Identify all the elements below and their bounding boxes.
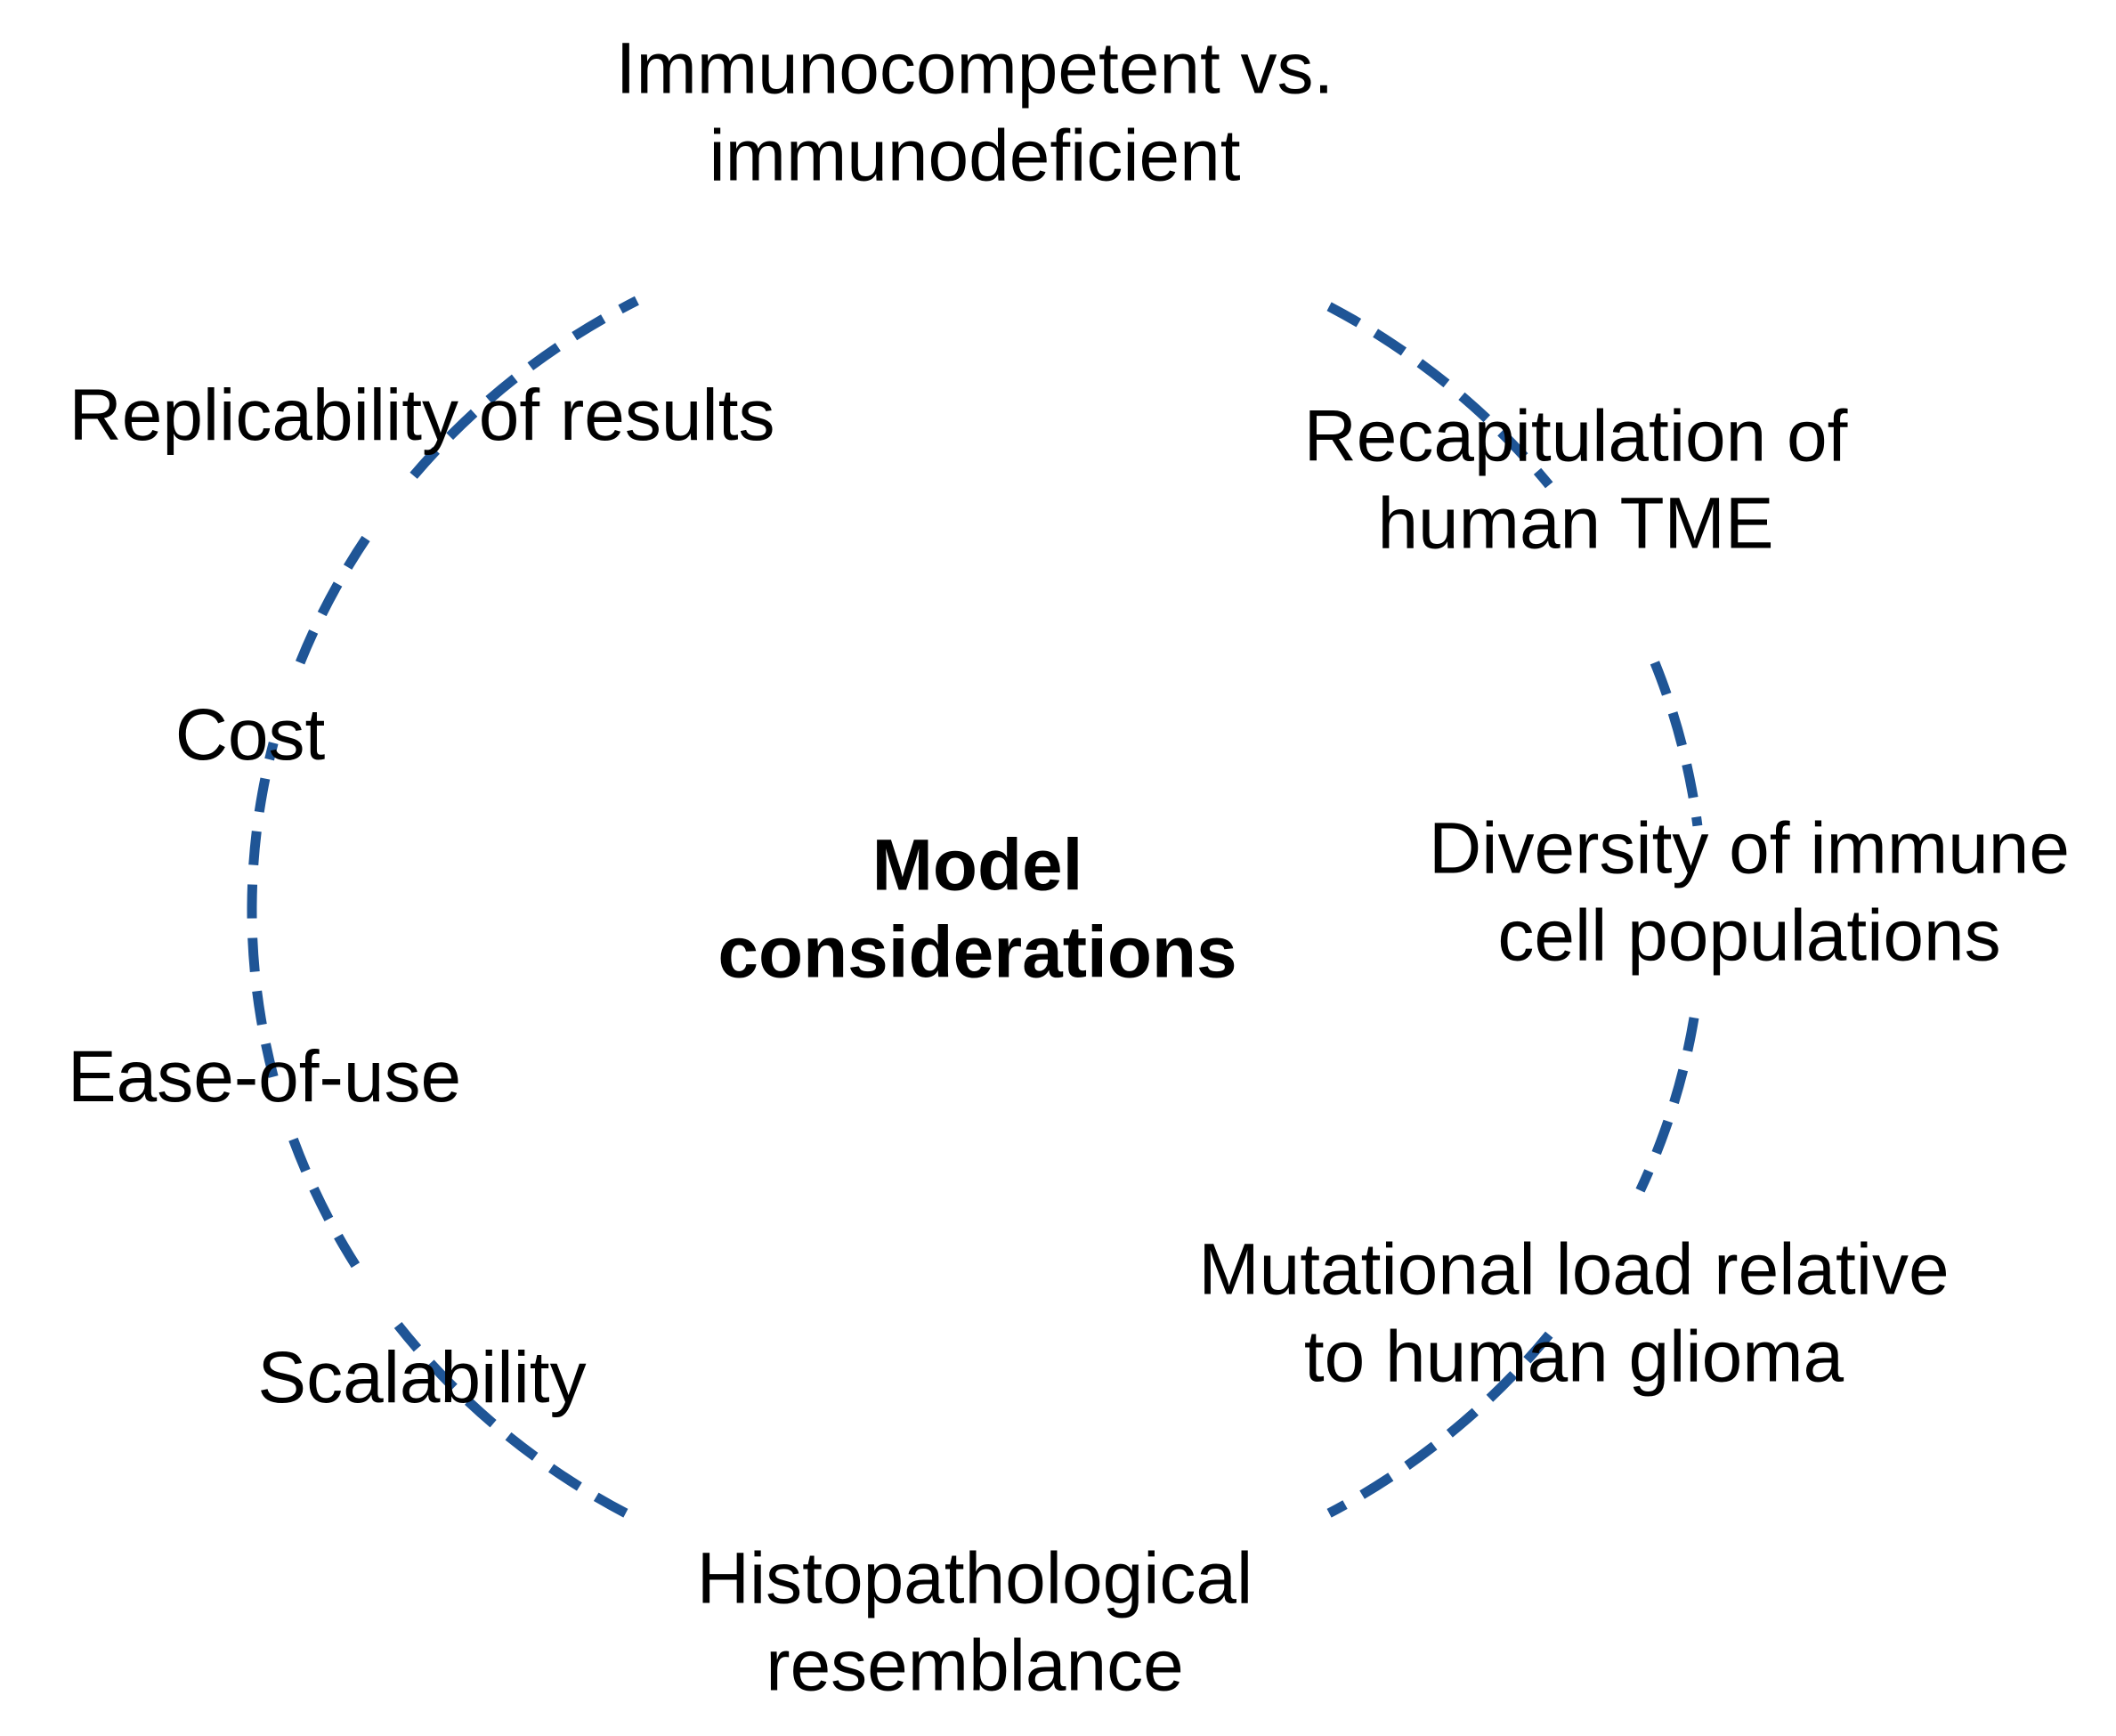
- label-mutational-load-line-2: to human glioma: [1303, 1317, 1844, 1398]
- label-immune-diversity: Diversity of immune cell populations: [1429, 806, 2070, 981]
- label-cost-text: Cost: [174, 694, 326, 775]
- label-cost: Cost: [175, 692, 326, 779]
- label-scalability-text: Scalability: [257, 1336, 587, 1418]
- label-ease-of-use-text: Ease-of-use: [67, 1035, 462, 1117]
- label-replicability-text: Replicability of results: [69, 374, 775, 456]
- arc-left-lower: [287, 1132, 361, 1269]
- label-scalability: Scalability: [257, 1334, 586, 1422]
- arc-bottom-right: [1326, 1331, 1553, 1518]
- label-recapitulation-tme-line-2: human TME: [1377, 483, 1774, 564]
- label-immunocompetent-line-2: immunodeficient: [709, 116, 1241, 197]
- label-immune-diversity-line-2: cell populations: [1497, 896, 2001, 977]
- center-title-line-2: considerations: [717, 913, 1237, 994]
- label-immunocompetent-line-1: Immunocompetent vs.: [615, 28, 1334, 110]
- label-mutational-load: Mutational load relative to human glioma: [1198, 1227, 1949, 1402]
- arc-left-middle: [247, 742, 279, 1078]
- label-recapitulation-tme: Recapitulation of human TME: [1304, 393, 1848, 569]
- label-ease-of-use: Ease-of-use: [68, 1034, 461, 1121]
- label-histopathological-line-1: Histopathological: [696, 1537, 1253, 1619]
- label-recapitulation-tme-line-1: Recapitulation of: [1303, 395, 1848, 477]
- center-title: Model considerations: [717, 823, 1236, 998]
- dashed-ring-arcs: [247, 296, 1703, 1518]
- arc-left-upper: [296, 531, 374, 665]
- arc-right-upper: [1650, 661, 1703, 827]
- arc-right-lower: [1635, 1017, 1699, 1193]
- label-replicability: Replicability of results: [69, 372, 775, 459]
- label-histopathological-line-2: resemblance: [766, 1626, 1184, 1707]
- arc-top-left: [409, 296, 639, 479]
- center-title-line-1: Model: [872, 824, 1083, 906]
- label-immunocompetent: Immunocompetent vs. immunodeficient: [616, 26, 1334, 201]
- label-mutational-load-line-1: Mutational load relative: [1198, 1229, 1950, 1310]
- label-histopathological-resemblance: Histopathological resemblance: [697, 1536, 1253, 1711]
- label-immune-diversity-line-1: Diversity of immune: [1429, 807, 2070, 889]
